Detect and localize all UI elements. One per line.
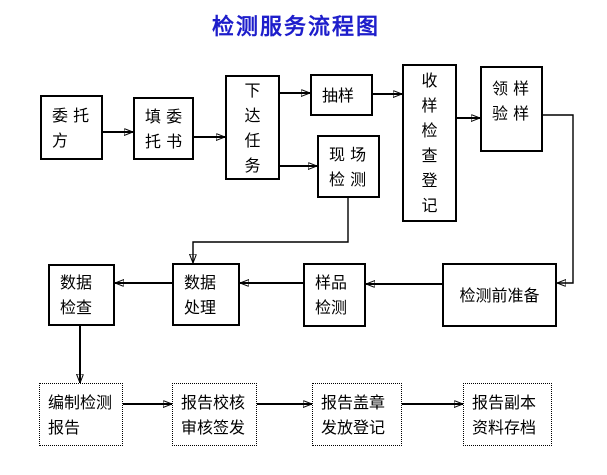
node-label: 收 xyxy=(421,71,438,90)
page-title: 检测服务流程图 xyxy=(211,15,380,40)
node-label: 填 委 xyxy=(145,106,183,126)
node-label: 报告校核 xyxy=(181,392,246,412)
node-onsite-testing: 现 场 检 测 xyxy=(317,135,380,198)
node-sample-testing: 样品 检测 xyxy=(303,263,366,327)
node-sample-receipt-register: 收 样 检 查 登 记 xyxy=(402,64,457,222)
arrow-onsite-testing-to-data-processing xyxy=(193,198,349,263)
node-pre-test-preparation: 检测前准备 xyxy=(442,263,557,327)
node-label: 资料存档 xyxy=(472,417,537,437)
node-label: 发放登记 xyxy=(321,417,386,437)
node-label: 检查 xyxy=(60,298,93,317)
node-report-copy-archive: 报告副本 资料存档 xyxy=(463,383,552,446)
node-label: 报告盖章 xyxy=(321,392,386,412)
node-label: 检测前准备 xyxy=(459,285,540,305)
node-data-check: 数据 检查 xyxy=(48,264,115,326)
node-compile-test-report: 编制检测 报告 xyxy=(39,383,123,446)
node-label: 检测 xyxy=(315,298,348,317)
node-label: 检 xyxy=(421,121,438,140)
node-label: 数据 xyxy=(184,272,217,292)
node-report-seal-issue: 报告盖章 发放登记 xyxy=(312,383,402,446)
node-label: 方 xyxy=(52,130,69,150)
node-label: 检 测 xyxy=(329,169,367,189)
node-report-review-sign: 报告校核 审核签发 xyxy=(172,383,257,446)
node-collect-verify-sample: 领 样 验 样 xyxy=(480,66,543,152)
node-client: 委 托 方 xyxy=(40,95,103,160)
node-label: 查 xyxy=(421,146,438,165)
node-label: 达 xyxy=(244,105,261,125)
node-sampling: 抽样 xyxy=(310,74,373,116)
node-label: 任 xyxy=(244,130,261,150)
node-label: 托 书 xyxy=(145,131,183,151)
node-label: 数据 xyxy=(60,273,93,292)
node-label: 样品 xyxy=(315,273,348,292)
node-label: 审核签发 xyxy=(181,417,246,437)
arrow-collect-verify-to-pre-test-preparation xyxy=(543,114,574,283)
node-label: 委 托 xyxy=(52,105,90,125)
node-data-processing: 数据 处理 xyxy=(172,263,240,326)
node-assign-task: 下 达 任 务 xyxy=(225,75,280,180)
node-label: 抽样 xyxy=(322,85,355,105)
node-label: 报告 xyxy=(48,417,81,437)
node-label: 编制检测 xyxy=(48,392,113,412)
node-label: 处理 xyxy=(184,297,217,317)
node-label: 报告副本 xyxy=(472,392,537,412)
node-label: 务 xyxy=(244,155,261,175)
node-label: 记 xyxy=(421,196,438,215)
node-label: 领 样 xyxy=(492,79,530,98)
node-label: 登 xyxy=(421,171,438,190)
node-label: 现 场 xyxy=(329,144,367,164)
node-label: 验 样 xyxy=(492,104,530,123)
node-label: 下 xyxy=(244,80,261,100)
node-fill-commission-form: 填 委 托 书 xyxy=(133,97,194,160)
node-label: 样 xyxy=(421,96,438,115)
